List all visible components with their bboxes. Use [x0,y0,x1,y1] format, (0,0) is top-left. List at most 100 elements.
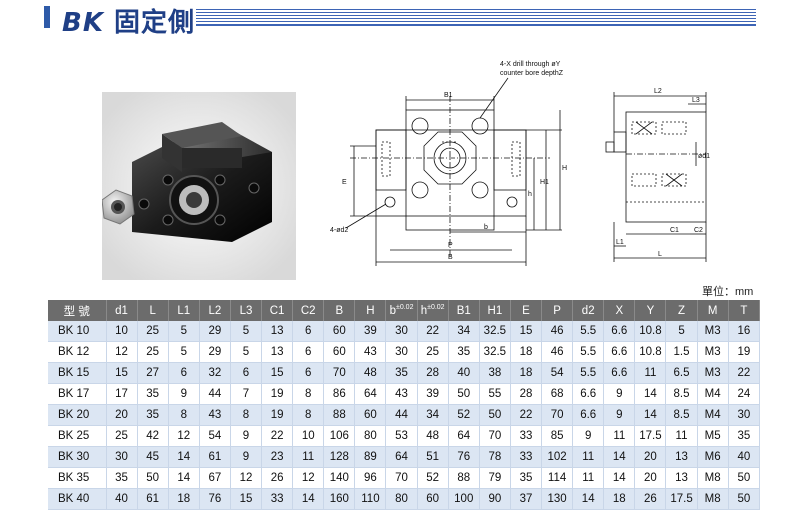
table-cell: 19 [728,341,761,363]
table-cell: 50 [728,467,761,489]
table-cell: 5.5 [572,321,605,342]
column-header: d2 [572,300,605,321]
table-cell: M6 [697,446,729,468]
table-cell: 22 [261,425,294,447]
table-cell: 35 [106,467,138,489]
table-cell: 28 [417,362,449,384]
table-cell: 11 [603,425,636,447]
table-cell: 9 [230,446,263,468]
table-cell: 23 [261,446,294,468]
column-header: T [728,300,761,321]
table-cell: 80 [354,425,387,447]
table-cell: 12 [168,425,200,447]
title-suffix: 固定側 [114,8,196,38]
table-cell: 86 [323,383,356,405]
table-cell: 10.8 [634,341,667,363]
table-cell: 54 [541,362,574,384]
label-H: H [562,165,567,172]
table-cell: 51 [417,446,449,468]
label-L: L [658,251,662,258]
table-cell: 14 [603,467,636,489]
table-cell: 20 [106,404,138,426]
table-cell: 11 [292,446,325,468]
table-cell: 6.6 [603,362,636,384]
table-cell: 70 [541,404,574,426]
table-cell: 11 [572,467,605,489]
header-underline [196,24,756,26]
label-H1: H1 [540,179,549,186]
column-header: L2 [199,300,231,321]
header-stripes [196,9,756,23]
table-cell: 6 [292,341,325,363]
table-cell: 43 [385,383,418,405]
table-cell: 29 [199,321,231,342]
table-cell: 13 [261,321,294,342]
label-B1: B1 [444,92,453,99]
model-cell: BK 30 [48,446,107,468]
section-header: BK 固定側 [0,0,800,40]
table-cell: 39 [417,383,449,405]
table-cell: 8.5 [665,383,698,405]
table-cell: 10 [292,425,325,447]
table-cell: 96 [354,467,387,489]
table-cell: 13 [665,467,698,489]
table-cell: 18 [510,341,543,363]
table-cell: 9 [168,383,200,405]
table-cell: 32.5 [479,341,511,363]
table-cell: 10.8 [634,321,667,342]
table-cell: 42 [137,425,169,447]
front-view-drawing: 4-X drill through øY counter bore depthZ… [330,61,567,266]
table-cell: 19 [261,404,294,426]
column-header-text: H [366,304,375,317]
table-cell: 14 [168,446,200,468]
table-cell: 6 [292,321,325,342]
table-cell: 5 [168,321,200,342]
column-header-text: Y [646,304,655,317]
table-cell: 48 [354,362,387,384]
column-header: X [603,300,636,321]
table-cell: 14 [292,488,325,510]
table-cell: 140 [323,467,356,489]
table-cell: 22 [417,321,449,342]
section-title: BK 固定側 [62,2,195,39]
column-header-text: Z [678,304,686,317]
table-cell: 28 [510,383,543,405]
table-cell: 6.6 [603,321,636,342]
column-header: d1 [106,300,138,321]
column-header-text: d1 [115,304,128,317]
model-cell: BK 25 [48,425,107,447]
side-view-drawing: L2 L3 ød1 C1 C2 L1 L [605,88,710,262]
table-cell: 100 [448,488,480,510]
column-header-text: E [522,304,530,317]
table-cell: M8 [697,488,729,510]
label-P: P [448,242,453,249]
column-header: M [697,300,729,321]
model-cell: BK 20 [48,404,107,426]
table-cell: 40 [728,446,761,468]
table-cell: 52 [448,404,480,426]
table-cell: 9 [230,425,263,447]
table-cell: 16 [728,321,761,342]
table-cell: 17.5 [665,488,698,510]
table-cell: 35 [137,404,169,426]
table-cell: 35 [385,362,418,384]
column-header-text: X [615,304,624,317]
column-header: L1 [168,300,200,321]
table-cell: M8 [697,467,729,489]
column-header: h±0.02 [417,300,449,321]
column-header: B [323,300,356,321]
column-header: P [541,300,574,321]
table-cell: 35 [510,467,543,489]
table-cell: M3 [697,341,729,363]
table-cell: 20 [634,446,667,468]
column-header: 型 號 [48,300,107,321]
table-cell: 1.5 [665,341,698,363]
table-cell: 40 [106,488,138,510]
table-cell: 5.5 [572,341,605,363]
table-cell: 90 [479,488,511,510]
table-cell: 9 [572,425,605,447]
table-cell: 12 [230,467,263,489]
